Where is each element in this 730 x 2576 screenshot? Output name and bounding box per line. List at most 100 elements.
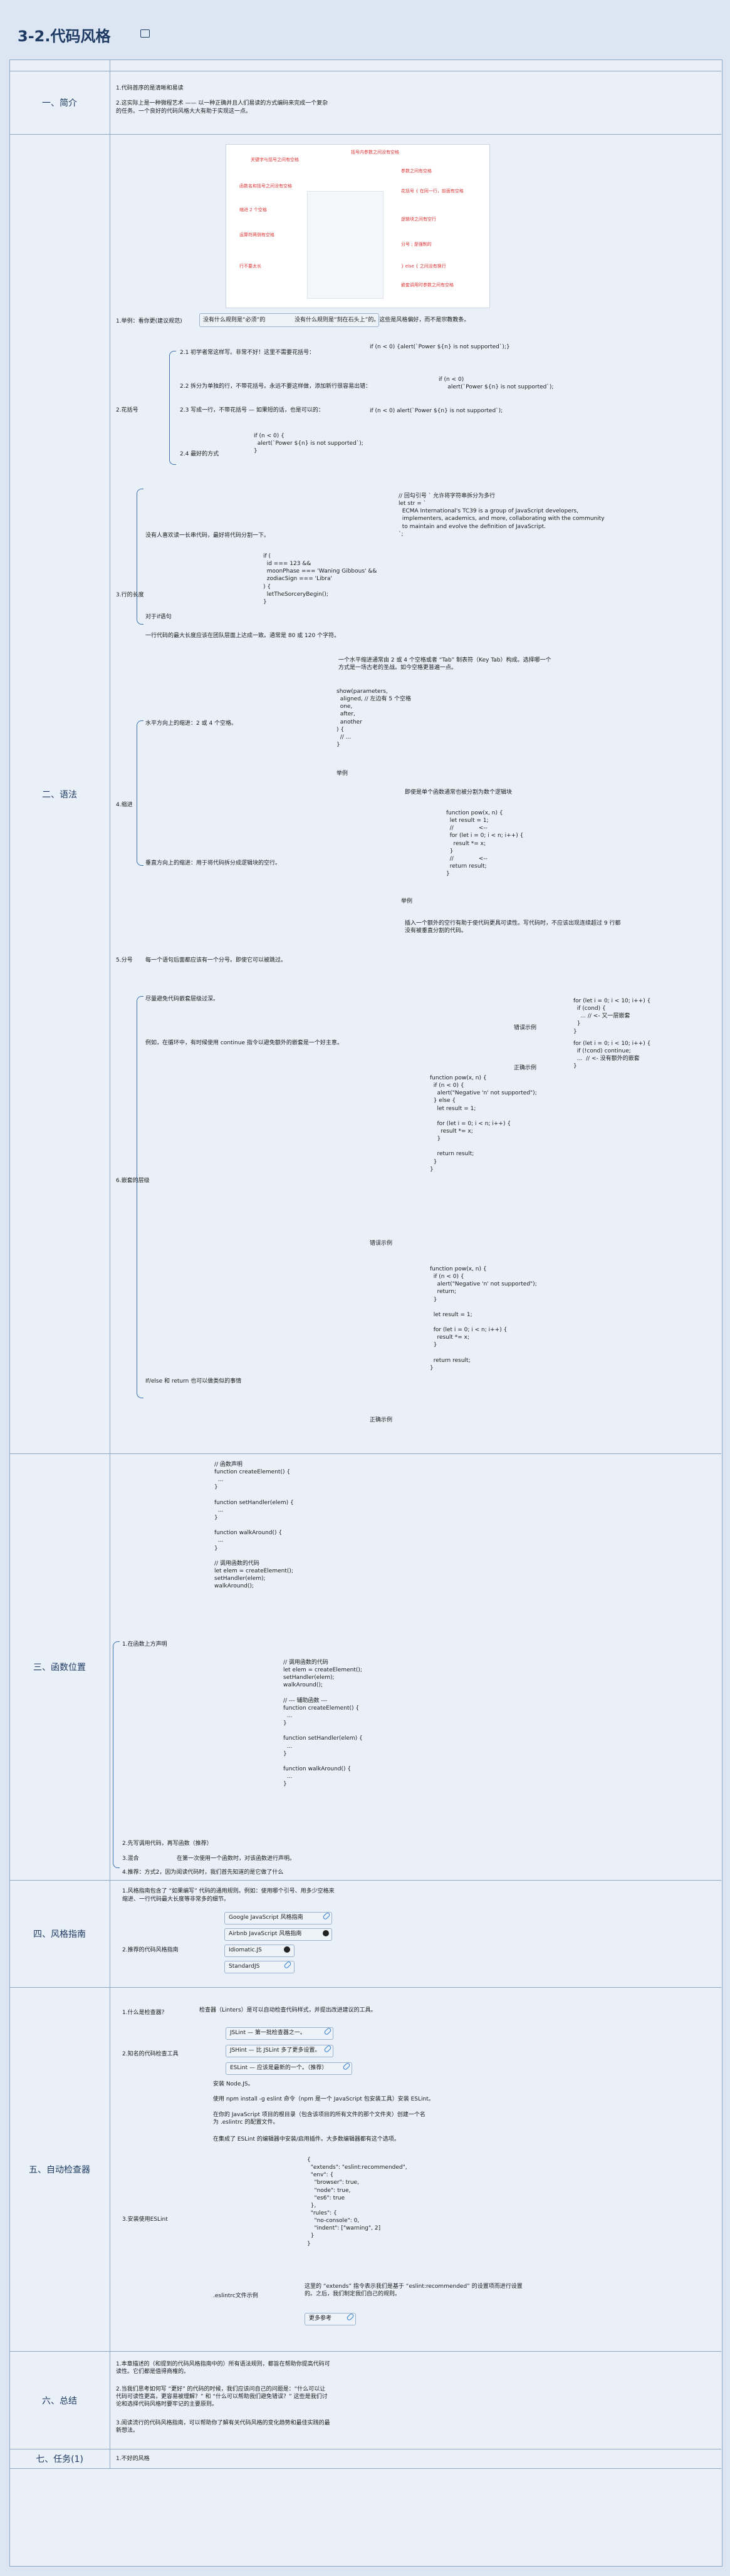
annotation: 缩进 2 个空格 xyxy=(239,207,267,212)
brace-connector xyxy=(113,1641,120,1868)
linter-link-eslint[interactable]: ESLint — 应该是最新的一个。（推荐） xyxy=(226,2062,352,2075)
mindmap-table xyxy=(9,60,722,2567)
indent-horizontal: 水平方向上的缩进：2 或 4 个空格。 xyxy=(145,720,237,727)
nesting-right-label-2: 正确示例 xyxy=(370,1417,393,1423)
guide-link-label: StandardJS xyxy=(229,1963,260,1970)
eslint-step-1: 安装 Node.JS。 xyxy=(213,2081,254,2087)
section-functions xyxy=(110,1454,721,1881)
nesting-item-2: 例如，在循环中，有时候使用 continue 指令以避免额外的嵌套是一个好主意。 xyxy=(145,1040,343,1046)
braces-item-1: 2.1 初学者常这样写。非常不好！这里不需要花括号： xyxy=(180,350,315,356)
guide-link-google[interactable]: Google JavaScript 风格指南 xyxy=(224,1911,332,1924)
annotation: 行不要太长 xyxy=(239,264,261,269)
eslint-config-code: { "extends": "eslint:recommended", "env"… xyxy=(307,2157,407,2247)
code-sample-image xyxy=(307,191,383,299)
more-reference-link[interactable]: 更多参考 xyxy=(305,2312,356,2325)
linters-item-3: 3.安装使用ESLint xyxy=(122,2216,168,2223)
brace-connector xyxy=(169,351,176,465)
nesting-right-label: 正确示例 xyxy=(514,1065,537,1071)
linter-link-label: JSHint — 比 JSLint 多了更多设置。 xyxy=(230,2047,321,2054)
link-icon xyxy=(346,2312,355,2322)
linter-link-label: JSLint — 第一批检查器之一。 xyxy=(230,2030,306,2036)
syntax-example-note-1: 没有什么规则是“必须”的 xyxy=(203,317,266,323)
functions-item-3: 3.混合 xyxy=(122,1856,139,1862)
nesting-item-3: If/else 和 return 也可以做类似的事情 xyxy=(145,1378,242,1384)
link-icon xyxy=(323,2044,332,2054)
braces-code-1: if (n < 0) {alert(`Power ${n} is not sup… xyxy=(370,344,510,350)
eslintrc-label: .eslintrc文件示例 xyxy=(213,2293,258,2299)
guide-link-label: Airbnb JavaScript 风格指南 xyxy=(229,1931,302,1937)
guide-link-label: Idiomatic.JS xyxy=(229,1947,262,1953)
line-length-item-1: 没有人喜欢读一长串代码，最好将代码分割一下。 xyxy=(145,532,270,539)
syntax-example-box xyxy=(199,313,379,327)
summary-point-3: 3.阅读流行的代码风格指南，可以帮助你了解有关代码风格的变化趋势和最佳实践的最 … xyxy=(116,2420,330,2434)
linter-link-jshint[interactable]: JSHint — 比 JSLint 多了更多设置。 xyxy=(226,2044,333,2057)
link-icon xyxy=(323,2027,332,2036)
more-reference-label: 更多参考 xyxy=(309,2315,332,2322)
line-length-code-2: if ( id === 123 && moonPhase === 'Waning… xyxy=(263,553,377,605)
annotation: 花括号 { 在同一行，前面有空格 xyxy=(401,189,464,194)
semicolon-note: 每一个语句后面都应该有一个分号。即使它可以被跳过。 xyxy=(145,957,287,963)
guide-link-label: Google JavaScript 风格指南 xyxy=(229,1914,303,1921)
functions-item-4: 4.推荐：方式2，因为阅读代码时，我们首先知道的是它做了什么 xyxy=(122,1869,284,1876)
line-length-item-2: 对于if语句 xyxy=(145,614,172,620)
functions-code-2: // 调用函数的代码 let elem = createElement(); s… xyxy=(283,1659,363,1788)
link-icon xyxy=(322,1911,331,1921)
indent-label: 4.缩进 xyxy=(116,802,133,808)
guide-link-standard[interactable]: StandardJS xyxy=(224,1960,295,1973)
guide-item-2: 2.推荐的代码风格指南 xyxy=(122,1947,179,1953)
eslint-step-2: 使用 npm install -g eslint 命令（npm 是一个 Java… xyxy=(213,2096,434,2102)
note-icon xyxy=(140,29,150,38)
braces-item-2: 2.2 拆分为单独的行，不带花括号。永远不要这样做，添加新行很容易出错： xyxy=(180,383,372,390)
nesting-right-code-2: function pow(x, n) { if (n < 0) { alert(… xyxy=(430,1266,537,1371)
annotation: 逻辑块之间有空行 xyxy=(401,217,436,222)
indent-vertical: 垂直方向上的缩进：用于将代码拆分成逻辑块的空行。 xyxy=(145,860,281,866)
linter-link-jslint[interactable]: JSLint — 第一批检查器之一。 xyxy=(226,2027,333,2040)
functions-item-2: 2.先写调用代码，再写函数（推荐） xyxy=(122,1841,212,1847)
github-icon xyxy=(323,1930,329,1936)
nesting-wrong-code-1: for (let i = 0; i < 10; i++) { if (cond)… xyxy=(573,998,651,1035)
section-guide xyxy=(110,1881,721,1988)
annotation: 分号 ; 是强制的 xyxy=(401,242,432,247)
indent-vertical-code: function pow(x, n) { let result = 1; // … xyxy=(446,810,524,878)
section-syntax xyxy=(110,135,721,1454)
section-summary xyxy=(110,2352,721,2449)
guide-link-idiomatic[interactable]: Idiomatic.JS xyxy=(224,1945,295,1957)
link-icon xyxy=(342,2062,351,2071)
braces-item-3: 2.3 写成一行，不带花括号 — 如果短的话，也是可以的： xyxy=(180,407,324,413)
functions-code-1: // 函数声明 function createElement() { ... }… xyxy=(214,1462,294,1590)
indent-horizontal-note: 一个水平缩进通常由 2 或 4 个空格或者 “Tab” 制表符（Key Tab）… xyxy=(338,657,551,672)
braces-code-4: if (n < 0) { alert(`Power ${n} is not su… xyxy=(254,433,363,455)
indent-vertical-note: 即使是单个函数通常也被分割为数个逻辑块 xyxy=(405,789,513,796)
section-syntax-label: 二、语法 xyxy=(9,135,110,1454)
section-guide-label: 四、风格指南 xyxy=(9,1881,110,1988)
functions-item-1: 1.在函数上方声明 xyxy=(122,1641,167,1648)
indent-vertical-example: 举例 xyxy=(401,898,413,905)
annotation: 参数之间有空格 xyxy=(401,169,432,174)
guide-link-airbnb[interactable]: Airbnb JavaScript 风格指南 xyxy=(224,1928,332,1941)
section-intro xyxy=(110,71,721,135)
section-linters xyxy=(110,1988,721,2352)
github-icon xyxy=(284,1946,290,1953)
nesting-wrong-label-2: 错误示例 xyxy=(370,1240,393,1247)
brace-connector xyxy=(137,489,143,625)
annotation: 嵌套调用时参数之间有空格 xyxy=(401,283,454,288)
section-tasks xyxy=(110,2449,721,2469)
intro-point-2b: 的任务。一个良好的代码风格大大有助于实现这一点。 xyxy=(116,108,252,115)
section-functions-label: 三、函数位置 xyxy=(9,1454,110,1881)
header-left-cell xyxy=(9,60,110,71)
section-intro-label: 一、简介 xyxy=(9,71,110,135)
functions-item-3-note: 在第一次使用一个函数时，对该函数进行声明。 xyxy=(177,1856,296,1862)
syntax-example-note-2: 没有什么规则是“刻在石头上”的。这些是风格偏好，而不是宗教教条。 xyxy=(295,317,470,323)
summary-point-1: 1.本章描述的（和提到的代码风格指南中的）所有语法规则，都旨在帮助你提高代码可 … xyxy=(116,2361,330,2376)
intro-point-2a: 2.这实际上是一种微程艺术 —— 以一种正确并且人们易读的方式编码来完成一个复杂 xyxy=(116,100,328,106)
nesting-item-1: 尽量避免代码嵌套层级过深。 xyxy=(145,996,219,1002)
eslintrc-note: 这里的 “extends” 指令表示我们是基于 “eslint:recommen… xyxy=(305,2283,523,2298)
nesting-wrong-label: 错误示例 xyxy=(514,1025,537,1031)
nesting-right-code-1: for (let i = 0; i < 10; i++) { if (!cond… xyxy=(573,1041,651,1070)
section-summary-label: 六、总结 xyxy=(9,2352,110,2449)
line-length-item-3: 一行代码的最大长度应该在团队层面上达成一致。通常是 80 或 120 个字符。 xyxy=(145,633,340,639)
annotation: 关键字与括号之间有空格 xyxy=(251,157,299,162)
eslint-step-4: 在集成了 ESLint 的编辑器中安装/启用插件。大多数编辑器都有这个选项。 xyxy=(213,2136,400,2142)
syntax-example-label: 1.举例：看你更(建议规范) xyxy=(116,318,182,325)
annotation: 运算符两侧有空格 xyxy=(239,232,274,237)
